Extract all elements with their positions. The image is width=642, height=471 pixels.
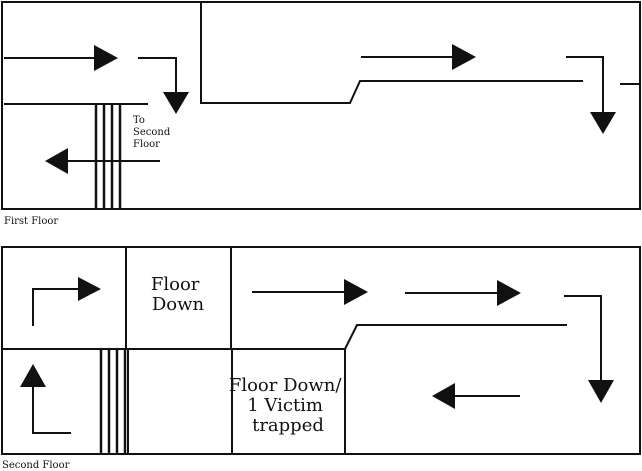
first-floor-caption: First Floor: [4, 216, 58, 227]
second-floor-outline: [1, 246, 641, 455]
second-floor-caption: Second Floor: [2, 460, 70, 471]
sf-arrowhead-2: [20, 364, 46, 387]
sf-arrowhead-4: [497, 280, 521, 306]
ff-arrowhead-1: [94, 45, 118, 71]
sf-arrowhead-6: [432, 383, 455, 409]
sf-arrow-5-shaft: [564, 295, 602, 381]
ff-arrowhead-4: [452, 44, 476, 70]
ff-arrowhead-3: [45, 148, 68, 174]
ff-arrow-5-shaft: [566, 56, 604, 114]
ff-arrowhead-2: [163, 92, 189, 114]
first-floor-outline: [1, 1, 641, 210]
ff-arrow-2-shaft: [138, 57, 177, 94]
sf-corridor-wall-2: [344, 324, 567, 454]
room-b-label: Floor Down/ 1 Victim trapped: [229, 375, 347, 436]
sf-arrow-2b-shaft: [32, 385, 71, 434]
room-a-label: Floor Down: [151, 274, 205, 315]
first-floor-stairs: [94, 104, 122, 208]
sf-arrowhead-1: [78, 277, 101, 301]
stair-label: To Second Floor: [133, 115, 173, 150]
second-floor-stairs: [99, 349, 127, 454]
sf-arrowhead-3: [344, 279, 368, 305]
sf-arrow-1-shaft: [32, 288, 80, 326]
sf-arrowhead-5: [588, 380, 614, 403]
ff-arrowhead-5: [590, 112, 616, 134]
first-floor-corridor-wall: [200, 2, 583, 104]
